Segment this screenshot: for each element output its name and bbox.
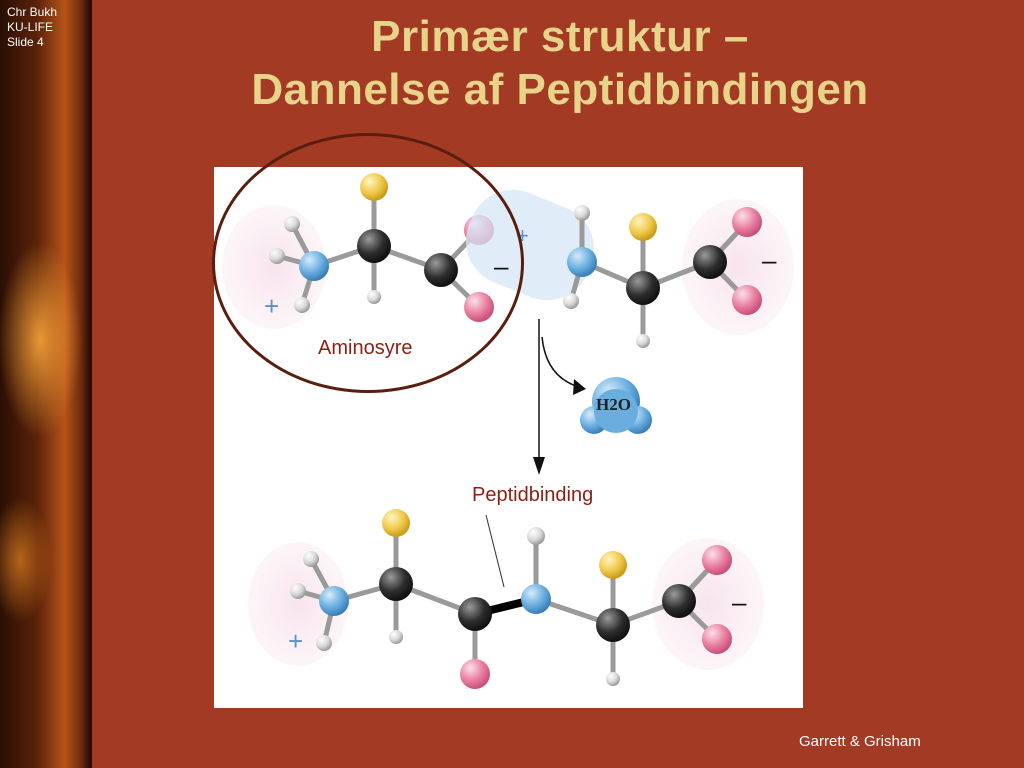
oxygen-atom	[732, 285, 762, 315]
title-line-2: Dannelse af Peptidbindingen	[251, 65, 869, 114]
charge-halo-bottom-left	[248, 542, 348, 666]
charge-minus: –	[732, 587, 747, 617]
r-group-atom	[629, 213, 657, 241]
slide-title: Primær struktur – Dannelse af Peptidbind…	[130, 10, 990, 116]
carbon-atom	[458, 597, 492, 631]
hydrogen-atom	[636, 334, 650, 348]
source-citation: Garrett & Grisham	[799, 733, 921, 750]
carbon-atom	[662, 584, 696, 618]
carbon-atom	[693, 245, 727, 279]
nitrogen-atom	[319, 586, 349, 616]
peptide-bond-label: Peptidbinding	[472, 484, 594, 506]
carbon-atom	[596, 608, 630, 642]
credit-institution: KU-LIFE	[7, 20, 54, 34]
slide-credit: Chr Bukh KU-LIFE Slide 4	[7, 5, 57, 50]
carbon-atom	[626, 271, 660, 305]
hydrogen-atom	[574, 205, 590, 221]
water-release-arrow	[541, 336, 580, 388]
carbon-atom	[379, 567, 413, 601]
r-group-atom	[599, 551, 627, 579]
oxygen-atom	[460, 659, 490, 689]
credit-slide-number: Slide 4	[7, 35, 44, 49]
oxygen-atom	[702, 624, 732, 654]
charge-halo-bottom-right	[652, 538, 764, 670]
hydrogen-atom	[303, 551, 319, 567]
arrow-head-down	[533, 457, 545, 475]
peptide-pointer-line	[485, 514, 505, 588]
arrow-head-water	[573, 379, 586, 395]
hydrogen-atom	[527, 527, 545, 545]
hydrogen-atom	[606, 672, 620, 686]
water-molecule	[580, 377, 652, 434]
title-line-1: Primær struktur –	[371, 12, 749, 61]
oxygen-atom	[702, 545, 732, 575]
amino-acid-label: Aminosyre	[318, 337, 413, 359]
hydrogen-atom	[290, 583, 306, 599]
decorative-sidebar	[0, 0, 92, 768]
r-group-atom	[382, 509, 410, 537]
charge-plus: +	[288, 626, 303, 656]
charge-minus: –	[762, 245, 777, 275]
nitrogen-atom	[567, 247, 597, 277]
credit-author: Chr Bukh	[7, 5, 58, 19]
nitrogen-atom	[521, 584, 551, 614]
amino-acid-highlight-circle	[212, 133, 524, 393]
hydrogen-atom	[563, 293, 579, 309]
hydrogen-atom	[316, 635, 332, 651]
oxygen-atom	[732, 207, 762, 237]
charge-halo-right	[682, 199, 794, 335]
hydrogen-atom	[389, 630, 403, 644]
water-label: H2O	[596, 395, 631, 414]
